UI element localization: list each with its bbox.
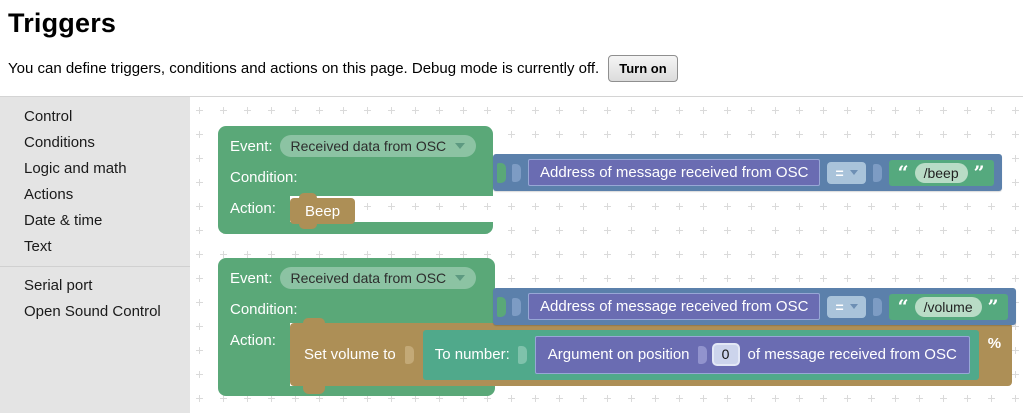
position-number-field[interactable]: 0 — [711, 343, 740, 366]
action-label: Action: — [218, 196, 290, 222]
operator-value: = — [835, 164, 844, 181]
chevron-down-icon — [455, 275, 466, 281]
condition-subject-block[interactable]: Address of message received from OSC — [528, 293, 821, 320]
chevron-down-icon — [455, 143, 466, 149]
argument-block[interactable]: Argument on position 0 of message receiv… — [534, 335, 970, 374]
trigger-1-footer — [218, 222, 493, 234]
event-label: Event: — [230, 269, 273, 287]
sidebar-item-text[interactable]: Text — [24, 238, 52, 255]
chevron-down-icon — [849, 304, 858, 309]
percent-label: % — [987, 335, 1002, 352]
argument-text-before: Argument on position — [547, 346, 690, 363]
string-value-block[interactable]: “ /beep ” — [888, 159, 994, 186]
connector-notch-icon — [497, 296, 506, 317]
trigger-block-2[interactable]: Event: Received data from OSC Condition:… — [218, 258, 495, 396]
trigger-1-event-row: Event: Received data from OSC — [218, 126, 493, 159]
event-dropdown[interactable]: Received data from OSC — [279, 135, 477, 157]
argument-text-after: of message received from OSC — [747, 346, 957, 363]
toolbox-sidebar: Control Conditions Logic and math Action… — [0, 97, 190, 413]
operator-value: = — [835, 298, 844, 315]
main-region: Control Conditions Logic and math Action… — [0, 96, 1023, 413]
open-quote-icon: “ — [897, 295, 909, 318]
sidebar-item-conditions[interactable]: Conditions — [24, 134, 95, 151]
action-beep-block[interactable]: Beep — [290, 193, 356, 229]
condition-label: Condition: — [230, 168, 298, 186]
page-header: Triggers You can define triggers, condit… — [0, 0, 1023, 82]
to-number-block[interactable]: To number: Argument on position 0 of mes… — [422, 329, 979, 380]
connector-notch-icon — [697, 345, 707, 364]
operator-dropdown[interactable]: = — [827, 161, 866, 184]
close-quote-icon: ” — [973, 161, 985, 184]
sidebar-divider — [0, 266, 190, 267]
open-quote-icon: “ — [897, 161, 909, 184]
string-value-field[interactable]: /beep — [914, 162, 968, 183]
beep-label: Beep — [305, 202, 341, 220]
turn-on-button[interactable]: Turn on — [608, 55, 678, 82]
trigger-1-action-row: Action: — [218, 196, 493, 222]
connector-notch-icon — [517, 345, 527, 364]
to-number-label: To number: — [434, 346, 510, 363]
trigger-2-condition-row: Condition: — [218, 291, 495, 321]
operator-dropdown[interactable]: = — [827, 295, 866, 318]
toolbox-group-io: Serial port Open Sound Control — [0, 273, 190, 325]
sidebar-item-open-sound-control[interactable]: Open Sound Control — [24, 303, 161, 320]
toolbox-group-general: Control Conditions Logic and math Action… — [0, 104, 190, 260]
trigger-2-body[interactable]: Event: Received data from OSC Condition: — [218, 258, 495, 323]
condition-label: Condition: — [230, 300, 298, 318]
trigger-2-event-row: Event: Received data from OSC — [218, 258, 495, 291]
set-volume-label: Set volume to — [304, 346, 396, 363]
action-set-volume-block[interactable]: Set volume to To number: Argument on pos… — [290, 318, 1013, 394]
string-value-block[interactable]: “ /volume ” — [888, 293, 1008, 320]
trigger-block-1[interactable]: Event: Received data from OSC Condition:… — [218, 126, 493, 234]
sidebar-item-date-and-time[interactable]: Date & time — [24, 212, 103, 229]
event-dropdown[interactable]: Received data from OSC — [279, 267, 477, 289]
sidebar-item-control[interactable]: Control — [24, 108, 73, 125]
chevron-down-icon — [849, 170, 858, 175]
connector-notch-icon — [872, 163, 882, 182]
trigger-workspace[interactable]: Event: Received data from OSC Condition:… — [190, 97, 1023, 413]
trigger-2-footer — [218, 386, 495, 396]
sidebar-item-actions[interactable]: Actions — [24, 186, 74, 203]
trigger-1-condition-row: Condition: — [218, 159, 493, 189]
connector-notch-icon — [512, 163, 521, 182]
sidebar-item-serial-port[interactable]: Serial port — [24, 277, 93, 294]
connector-notch-icon — [872, 297, 882, 316]
trigger-2-action-row: Action: — [218, 323, 495, 386]
sidebar-item-logic-and-math[interactable]: Logic and math — [24, 160, 127, 177]
condition-subject-block[interactable]: Address of message received from OSC — [528, 159, 821, 186]
page-description-row: You can define triggers, conditions and … — [8, 55, 1023, 82]
condition-block-1[interactable]: Address of message received from OSC = “… — [493, 154, 1002, 191]
event-label: Event: — [230, 137, 273, 155]
page-title: Triggers — [8, 8, 117, 38]
trigger-1-body[interactable]: Event: Received data from OSC Condition: — [218, 126, 493, 196]
close-quote-icon: ” — [987, 295, 999, 318]
action-label: Action: — [218, 323, 290, 386]
event-dropdown-value: Received data from OSC — [290, 270, 447, 286]
event-dropdown-value: Received data from OSC — [290, 138, 447, 154]
string-value-field[interactable]: /volume — [914, 296, 982, 317]
connector-notch-icon — [404, 345, 414, 364]
connector-notch-icon — [497, 162, 506, 183]
condition-block-2[interactable]: Address of message received from OSC = “… — [493, 288, 1016, 325]
page-description: You can define triggers, conditions and … — [8, 60, 600, 77]
connector-notch-icon — [512, 297, 521, 316]
